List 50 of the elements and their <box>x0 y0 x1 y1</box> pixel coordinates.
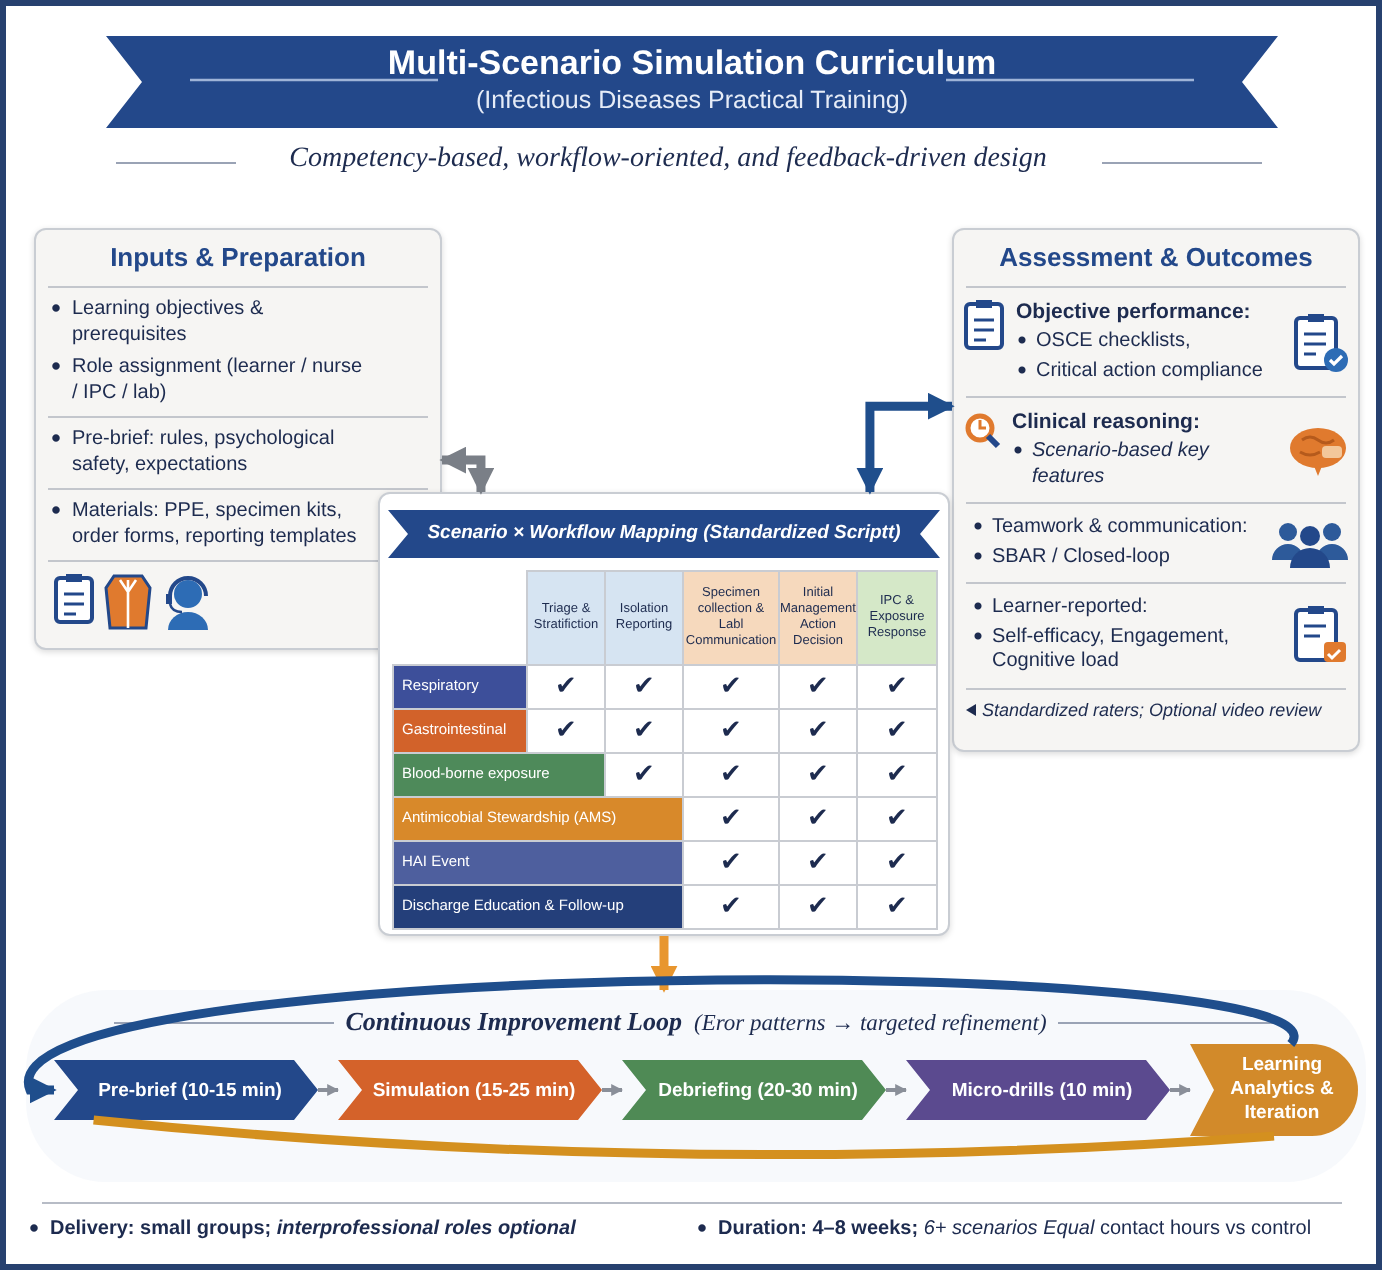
check-mark: ✔ <box>527 708 605 752</box>
arrow <box>886 1084 908 1096</box>
check-mark: ✔ <box>779 884 857 928</box>
check-mark: ✔ <box>857 840 937 884</box>
subtitle: (Infectious Diseases Practical Training) <box>473 86 911 114</box>
loop-panel <box>26 990 1366 1182</box>
panel-title: Scenario × Workflow Mapping (Standardized Scriptt) <box>425 522 903 544</box>
loop-subtitle: (Eror patterns → targeted refinement) <box>694 1012 1047 1036</box>
connector-line <box>93 1115 1275 1160</box>
footnote: Standardized raters; Optional video review <box>982 697 1322 723</box>
check-mark: ✔ <box>857 796 937 840</box>
section-heading: Objective performance: <box>1014 298 1253 328</box>
check-mark: ✔ <box>779 840 857 884</box>
check-mark: ✔ <box>857 884 937 928</box>
check-mark: ✔ <box>683 708 779 752</box>
check-mark: ✔ <box>605 752 683 796</box>
arrow <box>25 975 1295 1104</box>
check-mark: ✔ <box>683 752 779 796</box>
panel <box>952 228 1360 752</box>
check-mark: ✔ <box>683 796 779 840</box>
title: Multi-Scenario Simulation Curriculum <box>385 44 999 84</box>
panel-title: Assessment & Outcomes <box>997 240 1315 276</box>
check-mark: ✔ <box>683 840 779 884</box>
arrow <box>318 1084 340 1096</box>
check-mark: ✔ <box>683 664 779 708</box>
check-mark: ✔ <box>605 708 683 752</box>
check-mark: ✔ <box>779 752 857 796</box>
arrow <box>856 392 955 495</box>
panel-title: Inputs & Preparation <box>108 240 368 276</box>
section-heading: Clinical reasoning: <box>1010 408 1202 438</box>
process-step: Learning Analytics & Iteration <box>1190 1044 1358 1136</box>
check-mark: ✔ <box>527 664 605 708</box>
check-mark: ✔ <box>779 664 857 708</box>
check-mark: ✔ <box>857 664 937 708</box>
arrow <box>602 1084 624 1096</box>
check-mark: ✔ <box>605 664 683 708</box>
tagline: Competency-based, workflow-oriented, and feedback-driven design <box>287 144 1049 176</box>
panel <box>378 492 950 936</box>
check-mark: ✔ <box>857 752 937 796</box>
check-mark: ✔ <box>857 708 937 752</box>
arrow <box>1170 1084 1192 1096</box>
process-step: Debriefing (20-30 min) <box>622 1060 886 1120</box>
check-mark: ✔ <box>779 708 857 752</box>
loop-title: Continuous Improvement Loop <box>345 1006 682 1038</box>
process-step: Pre-brief (10-15 min) <box>54 1060 318 1120</box>
process-step: Micro-drills (10 min) <box>906 1060 1170 1120</box>
check-mark: ✔ <box>683 884 779 928</box>
check-mark: ✔ <box>779 796 857 840</box>
arrow <box>439 446 495 495</box>
process-step: Simulation (15-25 min) <box>338 1060 602 1120</box>
